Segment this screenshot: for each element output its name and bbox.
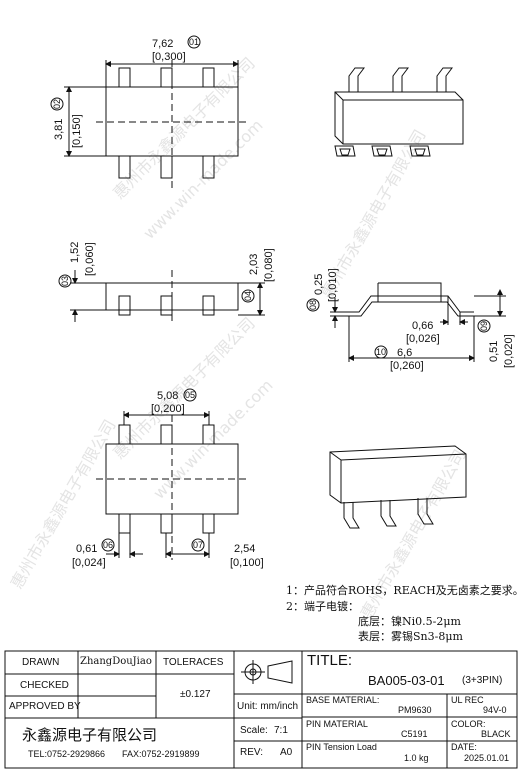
top-view bbox=[64, 60, 250, 190]
pin-tension-value: 1.0 kg bbox=[404, 753, 429, 763]
callout-05 bbox=[183, 388, 197, 402]
callout-08 bbox=[306, 298, 320, 312]
dim-09-mm: 0,66 bbox=[412, 320, 433, 332]
color-value: BLACK bbox=[481, 729, 511, 739]
base-material-label: BASE MATERIAL: bbox=[306, 695, 380, 705]
dim-03-inch: [0,060] bbox=[84, 242, 96, 276]
company-name: 永鑫源电子有限公司 bbox=[22, 726, 158, 744]
dim-08-mm: 0,25 bbox=[313, 274, 325, 295]
dim-10-mm: 6,6 bbox=[397, 347, 412, 359]
rev-label: REV: bbox=[240, 747, 263, 758]
svg-text:08: 08 bbox=[308, 300, 318, 310]
tolerances-label: TOLERACES bbox=[163, 657, 224, 668]
dim-09-inch: [0,026] bbox=[406, 333, 440, 345]
dim-06-mm: 0,61 bbox=[76, 543, 97, 555]
approved-label: APPROVED BY bbox=[9, 701, 81, 712]
rev-value: A0 bbox=[280, 747, 293, 758]
dim-04-inch: [0,080] bbox=[263, 248, 275, 282]
callout-03 bbox=[58, 274, 72, 288]
company-tel: TEL:0752-2929866 bbox=[28, 749, 106, 759]
callout-06 bbox=[101, 538, 115, 552]
dim-10-inch: [0,260] bbox=[390, 360, 424, 372]
title-block-grid bbox=[4, 650, 518, 769]
dim-03-mm: 1,52 bbox=[69, 242, 81, 263]
svg-text:01: 01 bbox=[189, 37, 199, 47]
svg-text:惠州市永鑫源电子有限公司: 惠州市永鑫源电子有限公司 bbox=[109, 314, 258, 463]
color-label: COLOR: bbox=[451, 719, 486, 729]
callout-01 bbox=[187, 35, 201, 49]
ul-value: 94V-0 bbox=[483, 705, 507, 715]
title-label: TITLE: bbox=[307, 652, 353, 669]
date-label: DATE: bbox=[451, 742, 477, 752]
iso-view-top bbox=[334, 67, 464, 157]
side-view bbox=[70, 270, 265, 325]
dim-06-inch: [0,024] bbox=[72, 557, 106, 569]
pin-tension-label: PIN Tension Load bbox=[306, 742, 377, 752]
svg-text:www.win-made.com: www.win-made.com bbox=[139, 116, 266, 243]
callout-09 bbox=[477, 319, 491, 333]
company-fax: FAX:0752-2919899 bbox=[122, 749, 200, 759]
dim-07-mm: 2,54 bbox=[234, 543, 255, 555]
drawn-label: DRAWN bbox=[22, 657, 60, 668]
dim-07-inch: [0,100] bbox=[230, 557, 264, 569]
note-line-2: 2：端子电镀： bbox=[286, 600, 359, 613]
svg-text:06: 06 bbox=[103, 540, 113, 550]
svg-text:惠州市永鑫源电子有限公司: 惠州市永鑫源电子有限公司 bbox=[109, 54, 258, 203]
scale-label: Scale: bbox=[240, 725, 268, 736]
callout-07 bbox=[191, 538, 205, 552]
svg-text:09: 09 bbox=[479, 321, 489, 331]
note-line-1: 1：产品符合ROHS，REACH及无卤素之要求。 bbox=[286, 584, 524, 597]
bottom-view bbox=[96, 411, 250, 560]
callout-10 bbox=[374, 345, 388, 359]
callout-02 bbox=[50, 97, 64, 111]
ul-label: UL REC bbox=[451, 695, 484, 705]
unit-label: Unit: mm/inch bbox=[237, 701, 299, 712]
end-view bbox=[330, 282, 506, 362]
scale-value: 7:1 bbox=[274, 725, 288, 736]
dim-11-mm: 0,51 bbox=[488, 341, 500, 362]
svg-text:02: 02 bbox=[52, 99, 62, 109]
dim-01-mm: 7,62 bbox=[152, 38, 173, 50]
dim-11-inch: [0,020] bbox=[503, 334, 515, 368]
part-number: BA005-03-01 bbox=[368, 673, 445, 688]
pin-material-value: C5191 bbox=[401, 729, 428, 739]
callout-04 bbox=[241, 289, 255, 303]
svg-text:05: 05 bbox=[185, 390, 195, 400]
dim-01-inch: [0,300] bbox=[152, 51, 186, 63]
pin-material-label: PIN MATERIAL bbox=[306, 719, 368, 729]
base-material-value: PM9630 bbox=[398, 705, 432, 715]
pin-count: (3+3PIN) bbox=[462, 675, 503, 686]
date-value: 2025.01.01 bbox=[464, 753, 510, 763]
dim-05-mm: 5,08 bbox=[157, 390, 178, 402]
checked-label: CHECKED bbox=[20, 680, 69, 691]
svg-text:07: 07 bbox=[193, 540, 203, 550]
dim-08-inch: [0,010] bbox=[327, 268, 339, 302]
dim-02-mm: 3,81 bbox=[53, 119, 65, 140]
dim-02-inch: [0,150] bbox=[71, 114, 83, 148]
tolerance-value: ±0.127 bbox=[180, 689, 211, 700]
iso-view-bottom bbox=[329, 445, 467, 529]
dim-05-inch: [0,200] bbox=[151, 403, 185, 415]
dim-04-mm: 2,03 bbox=[248, 254, 260, 275]
svg-text:10: 10 bbox=[376, 347, 386, 357]
drawn-value: ZhangDouJiao bbox=[80, 656, 152, 667]
svg-text:04: 04 bbox=[243, 291, 253, 301]
note-line-3: 底层：镍Ni0.5-2μm bbox=[358, 615, 461, 628]
svg-text:03: 03 bbox=[60, 276, 70, 286]
note-line-4: 表层：雾锡Sn3-8μm bbox=[358, 630, 463, 643]
